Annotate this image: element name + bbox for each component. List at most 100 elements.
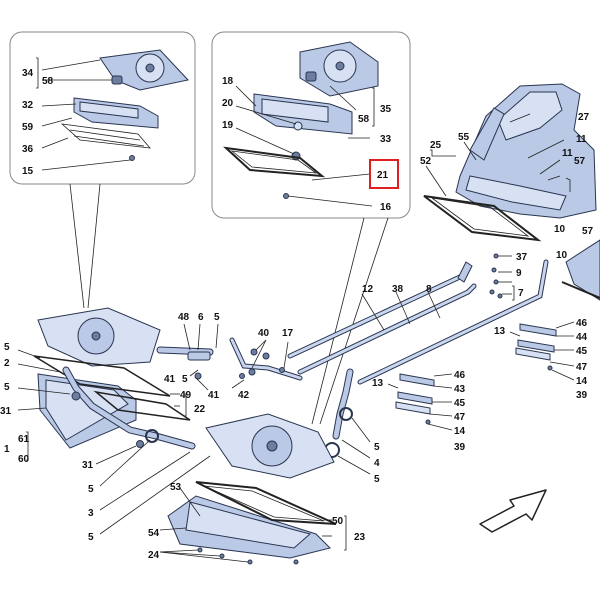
plug-left <box>136 440 144 448</box>
callout-18: 18 <box>222 76 234 87</box>
callout-39: 39 <box>576 390 588 401</box>
callout-5: 5 <box>88 532 94 543</box>
left-hose <box>62 366 196 450</box>
callout-23: 23 <box>354 532 366 543</box>
callout-45: 45 <box>454 398 466 409</box>
callout-14: 14 <box>454 426 466 437</box>
callout-58: 58 <box>42 76 54 87</box>
callout-27: 27 <box>578 112 590 123</box>
callout-46: 46 <box>576 318 588 329</box>
callout-3: 3 <box>88 508 94 519</box>
callout-54: 54 <box>148 528 160 539</box>
callout-10: 10 <box>554 224 566 235</box>
callout-32: 32 <box>22 100 34 111</box>
callout-34: 34 <box>22 68 34 79</box>
callout-10: 10 <box>556 250 568 261</box>
inset-middle-screw <box>283 193 289 199</box>
callout-46: 46 <box>454 370 466 381</box>
callout-12: 12 <box>362 284 374 295</box>
callout-61: 61 <box>18 434 30 445</box>
bracket-group-upper <box>515 323 557 371</box>
callout-49: 49 <box>180 390 192 401</box>
inset-middle-connector <box>305 71 317 82</box>
highlight-box-21 <box>369 159 399 189</box>
pipe-12 <box>287 273 465 359</box>
callout-5: 5 <box>4 382 10 393</box>
seal-frame-50 <box>195 481 337 525</box>
callout-31: 31 <box>0 406 12 417</box>
inset-left-connector <box>111 75 123 85</box>
callout-20: 20 <box>222 98 234 109</box>
callout-47: 47 <box>454 412 466 423</box>
callout-48: 48 <box>178 312 190 323</box>
callout-9: 9 <box>516 268 522 279</box>
callout-24: 24 <box>148 550 160 561</box>
callout-21: 21 <box>377 170 389 181</box>
callout-39: 39 <box>454 442 466 453</box>
callout-13: 13 <box>494 326 506 337</box>
pipe-38 <box>297 283 477 375</box>
callout-37: 37 <box>516 252 528 263</box>
callout-36: 36 <box>22 144 34 155</box>
clips-group <box>489 253 515 301</box>
callout-5: 5 <box>214 312 220 323</box>
callout-60: 60 <box>18 454 30 465</box>
callout-14: 14 <box>576 376 588 387</box>
callout-8: 8 <box>426 284 432 295</box>
direction-arrow <box>479 489 547 533</box>
callout-15: 15 <box>22 166 34 177</box>
center-fan-shroud <box>205 413 335 479</box>
callout-31: 31 <box>82 460 94 471</box>
seal-frame-25 <box>423 195 542 242</box>
callout-50: 50 <box>332 516 344 527</box>
callout-22: 22 <box>194 404 206 415</box>
callout-52: 52 <box>420 156 432 167</box>
fasteners-40 <box>194 348 285 380</box>
inset-left-bracket <box>60 123 151 149</box>
inset-left-radiator <box>73 97 159 129</box>
lower-duct-tray <box>167 495 331 559</box>
callout-7: 7 <box>518 288 524 299</box>
inset-left-screw <box>129 155 135 161</box>
callout-5: 5 <box>374 442 380 453</box>
callout-55: 55 <box>458 132 470 143</box>
fitting-6 <box>187 351 211 361</box>
callout-41: 41 <box>208 390 220 401</box>
callout-38: 38 <box>392 284 404 295</box>
callout-6: 6 <box>198 312 204 323</box>
callout-11: 11 <box>576 134 587 145</box>
callout-41: 41 <box>164 374 176 385</box>
callout-16: 16 <box>380 202 392 213</box>
callout-17: 17 <box>282 328 294 339</box>
callout-5: 5 <box>4 342 10 353</box>
callout-57: 57 <box>582 226 594 237</box>
air-duct-assembly <box>455 83 597 219</box>
callout-43: 43 <box>454 384 466 395</box>
callout-35: 35 <box>380 104 392 115</box>
callout-47: 47 <box>576 362 588 373</box>
clamp-left <box>145 429 159 443</box>
callout-44: 44 <box>576 332 588 343</box>
right-duct-partial <box>565 239 600 301</box>
left-fan-shroud <box>37 307 161 367</box>
callout-4: 4 <box>374 458 380 469</box>
inset-middle-fan-assembly <box>299 41 379 97</box>
callout-11: 11 <box>562 148 573 159</box>
left-radiator <box>37 373 137 449</box>
inset-middle-radiator <box>253 93 353 135</box>
callout-19: 19 <box>222 120 234 131</box>
callout-40: 40 <box>258 328 270 339</box>
hose-center <box>332 368 354 440</box>
callout-53: 53 <box>170 482 182 493</box>
pipe-8 <box>357 259 549 385</box>
callout-5: 5 <box>182 374 188 385</box>
callout-25: 25 <box>430 140 442 151</box>
callout-5: 5 <box>88 484 94 495</box>
callout-13: 13 <box>372 378 384 389</box>
callout-45: 45 <box>576 346 588 357</box>
pipe-12-fitting <box>457 261 473 283</box>
callout-58: 58 <box>358 114 370 125</box>
callout-5: 5 <box>374 474 380 485</box>
callout-59: 59 <box>22 122 34 133</box>
